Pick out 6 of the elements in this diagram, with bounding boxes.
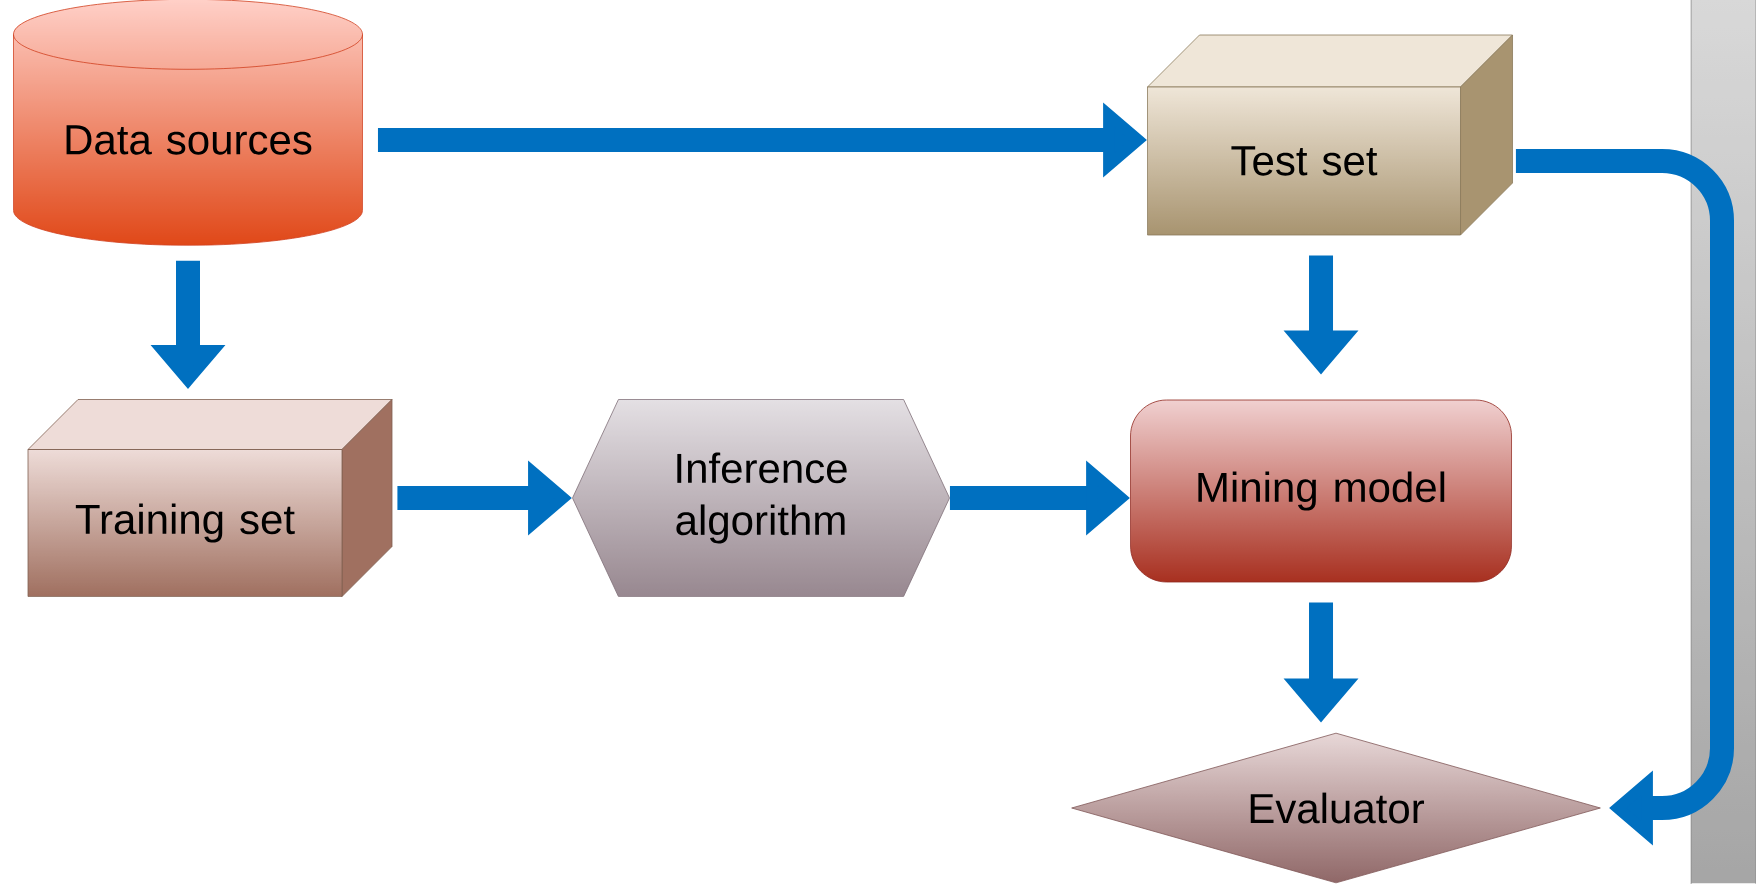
- database-cylinder: Data sources: [13, 0, 363, 246]
- rounded-box: Mining model: [1130, 399, 1512, 583]
- cube-box: Test set: [1147, 34, 1513, 236]
- hexagon: Inference algorithm: [572, 399, 950, 597]
- block-arrow: [1515, 149, 1734, 846]
- cube-box: Training set: [27, 399, 393, 597]
